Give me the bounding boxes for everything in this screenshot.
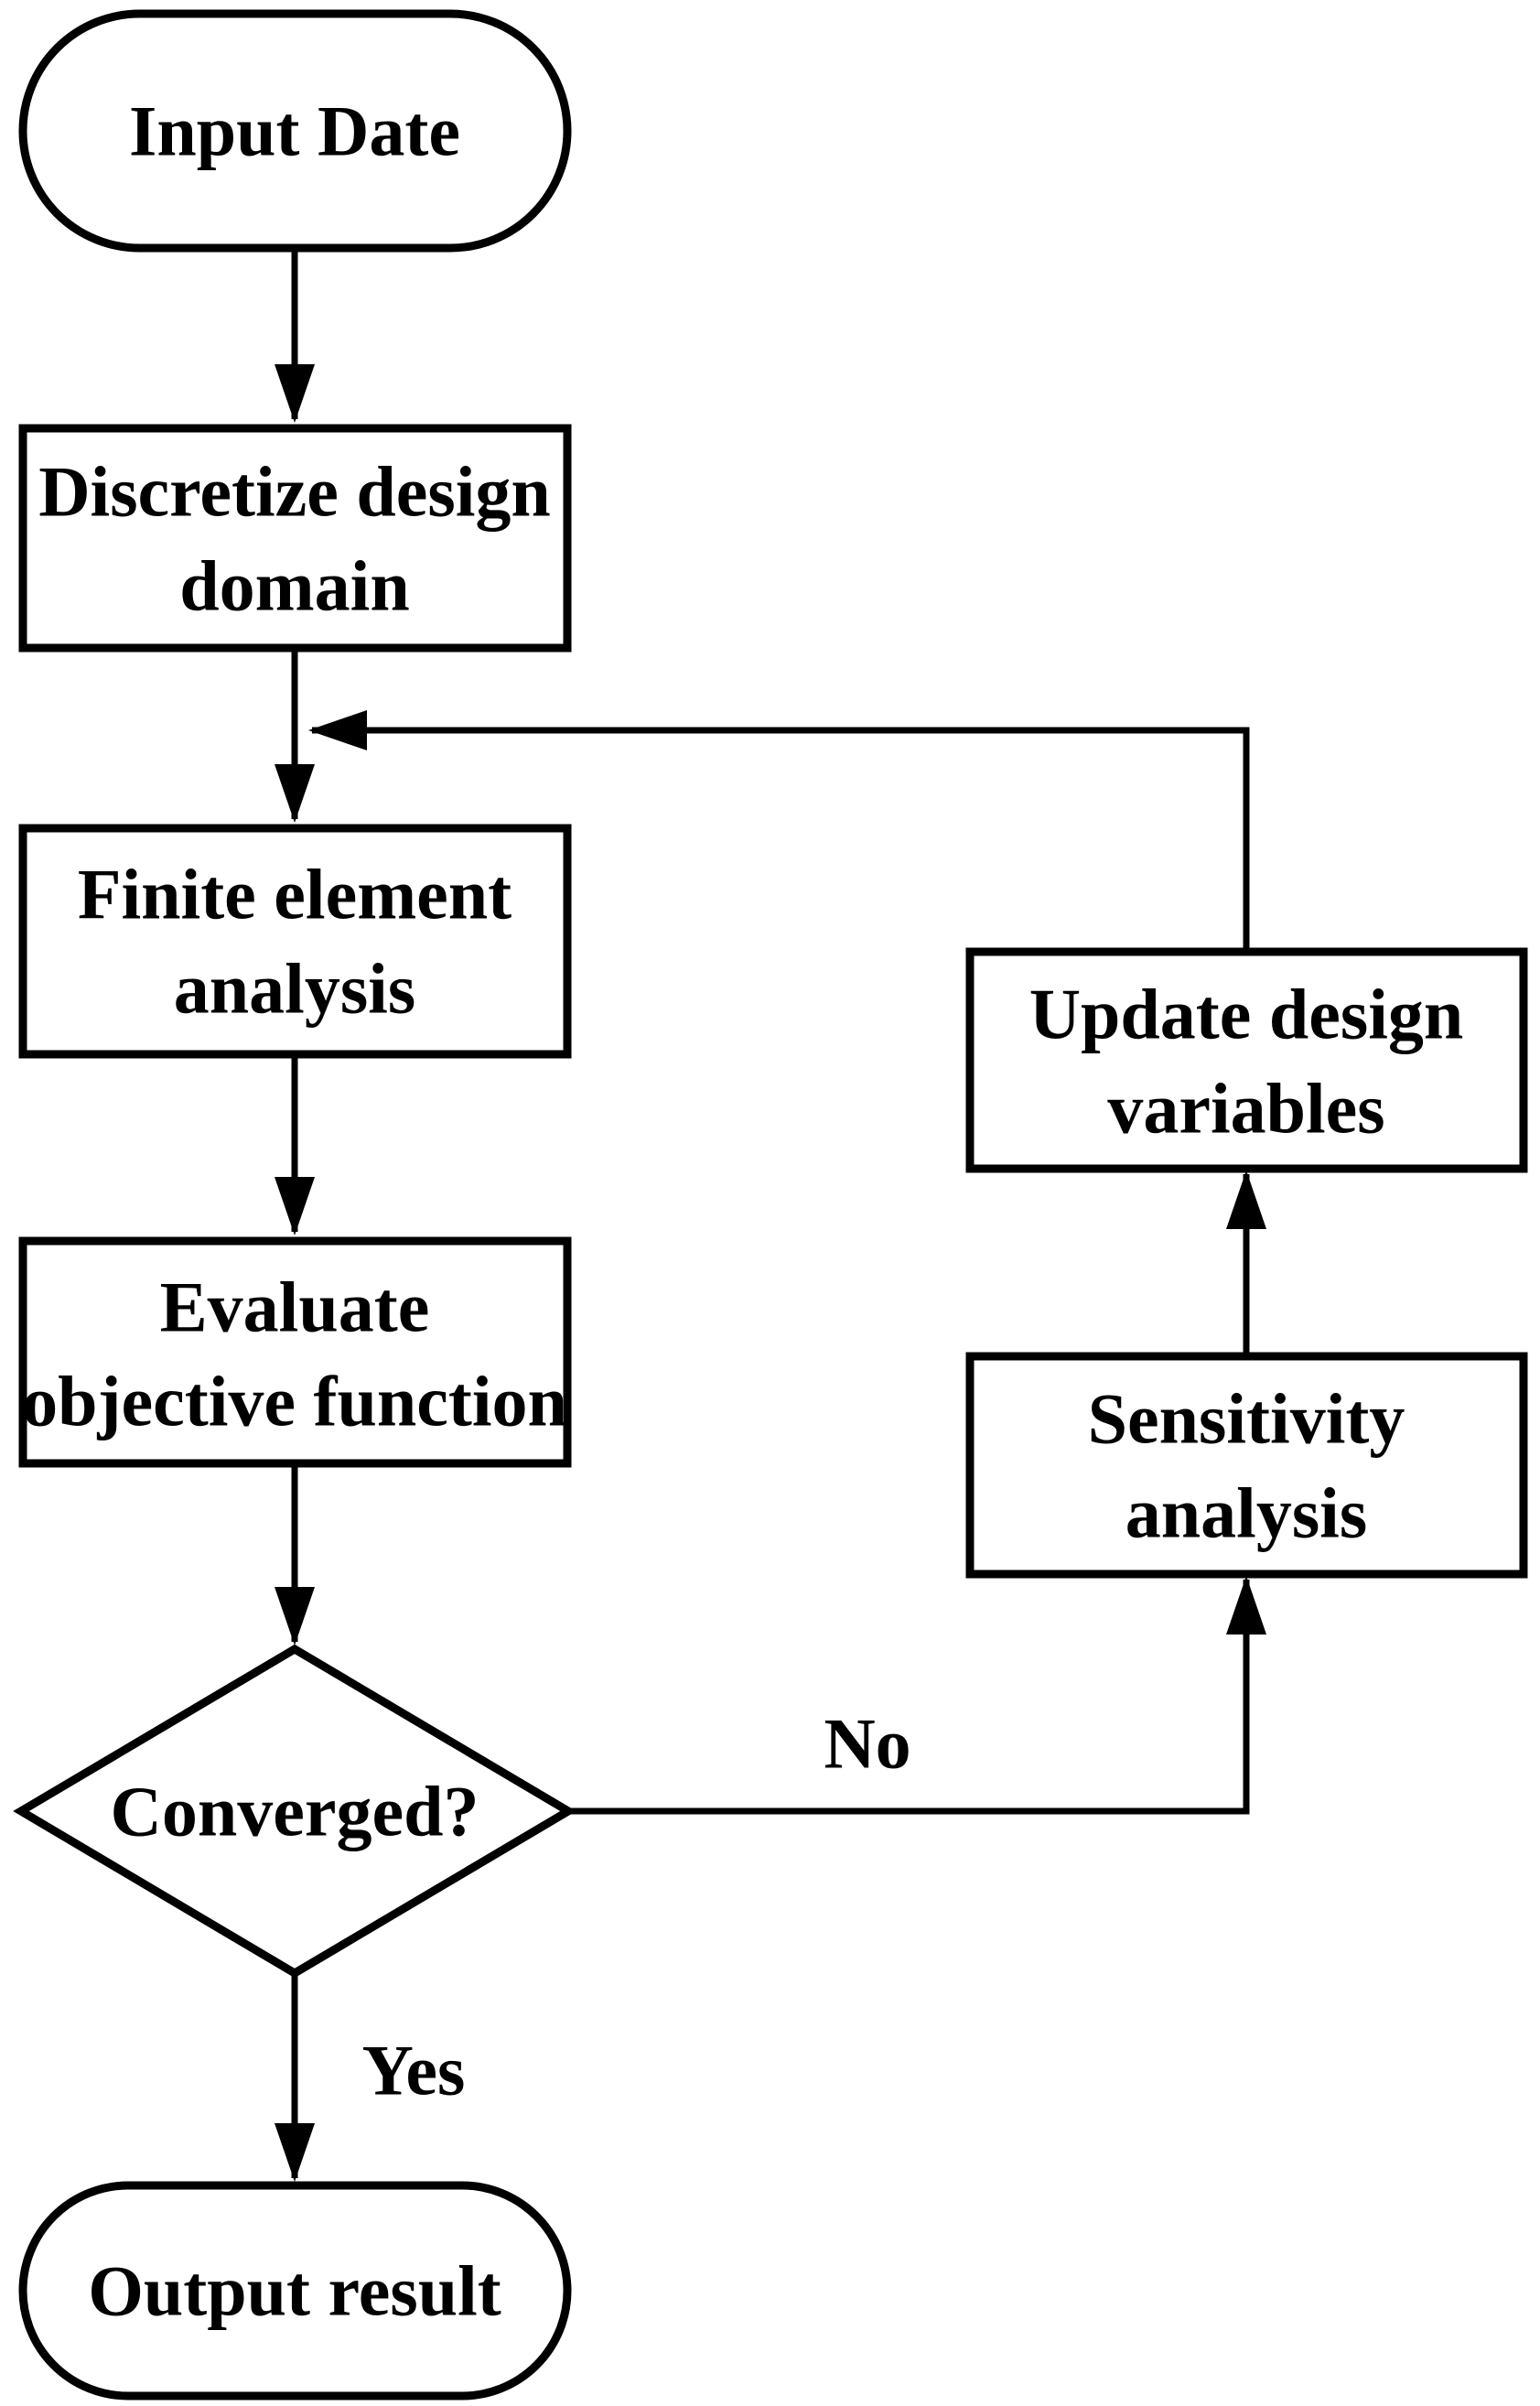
output-result-terminator-shape (18, 2181, 572, 2401)
sensitivity-process-shape (965, 1352, 1528, 1579)
nodes-layer: Input Date Discretize design domain Fini… (13, 9, 1528, 2401)
discretize-process-shape (18, 424, 572, 653)
update-label-line1: Update design (1029, 975, 1464, 1054)
sensitivity-label-line2: analysis (1125, 1473, 1367, 1553)
node-input-date: Input Date (18, 9, 572, 253)
node-output-result: Output result (18, 2181, 572, 2401)
evaluate-label-line1: Evaluate (160, 1268, 430, 1347)
node-finite-element-analysis: Finite element analysis (18, 824, 572, 1059)
evaluate-label-line2: objective function (22, 1362, 567, 1441)
finite-element-label-line1: Finite element (78, 855, 512, 934)
edges-layer (275, 247, 1266, 2182)
finite-element-process-shape (18, 824, 572, 1059)
node-converged-decision: Converged? (13, 1644, 576, 1979)
node-evaluate-objective-function: Evaluate objective function (18, 1236, 572, 1468)
update-label-line2: variables (1107, 1069, 1384, 1149)
no-branch-label: No (824, 1704, 910, 1784)
node-sensitivity-analysis: Sensitivity analysis (965, 1352, 1528, 1579)
discretize-label-line2: domain (179, 546, 409, 626)
yes-branch-label: Yes (362, 2031, 466, 2110)
output-result-label: Output result (88, 2251, 501, 2331)
converged-label: Converged? (111, 1772, 479, 1851)
input-date-terminator-shape (18, 9, 572, 253)
update-process-shape (965, 947, 1528, 1173)
converged-decision-shape (13, 1644, 576, 1979)
edge-update-to-main-loop (308, 710, 1250, 952)
edge-converged-no-to-sensitivity (568, 1576, 1266, 1815)
discretize-label-line1: Discretize design (38, 452, 551, 532)
input-date-label: Input Date (129, 92, 460, 171)
sensitivity-label-line1: Sensitivity (1088, 1379, 1405, 1459)
node-discretize-design-domain: Discretize design domain (18, 424, 572, 653)
evaluate-process-shape (18, 1236, 572, 1468)
finite-element-label-line2: analysis (174, 949, 415, 1029)
node-update-design-variables: Update design variables (965, 947, 1528, 1173)
